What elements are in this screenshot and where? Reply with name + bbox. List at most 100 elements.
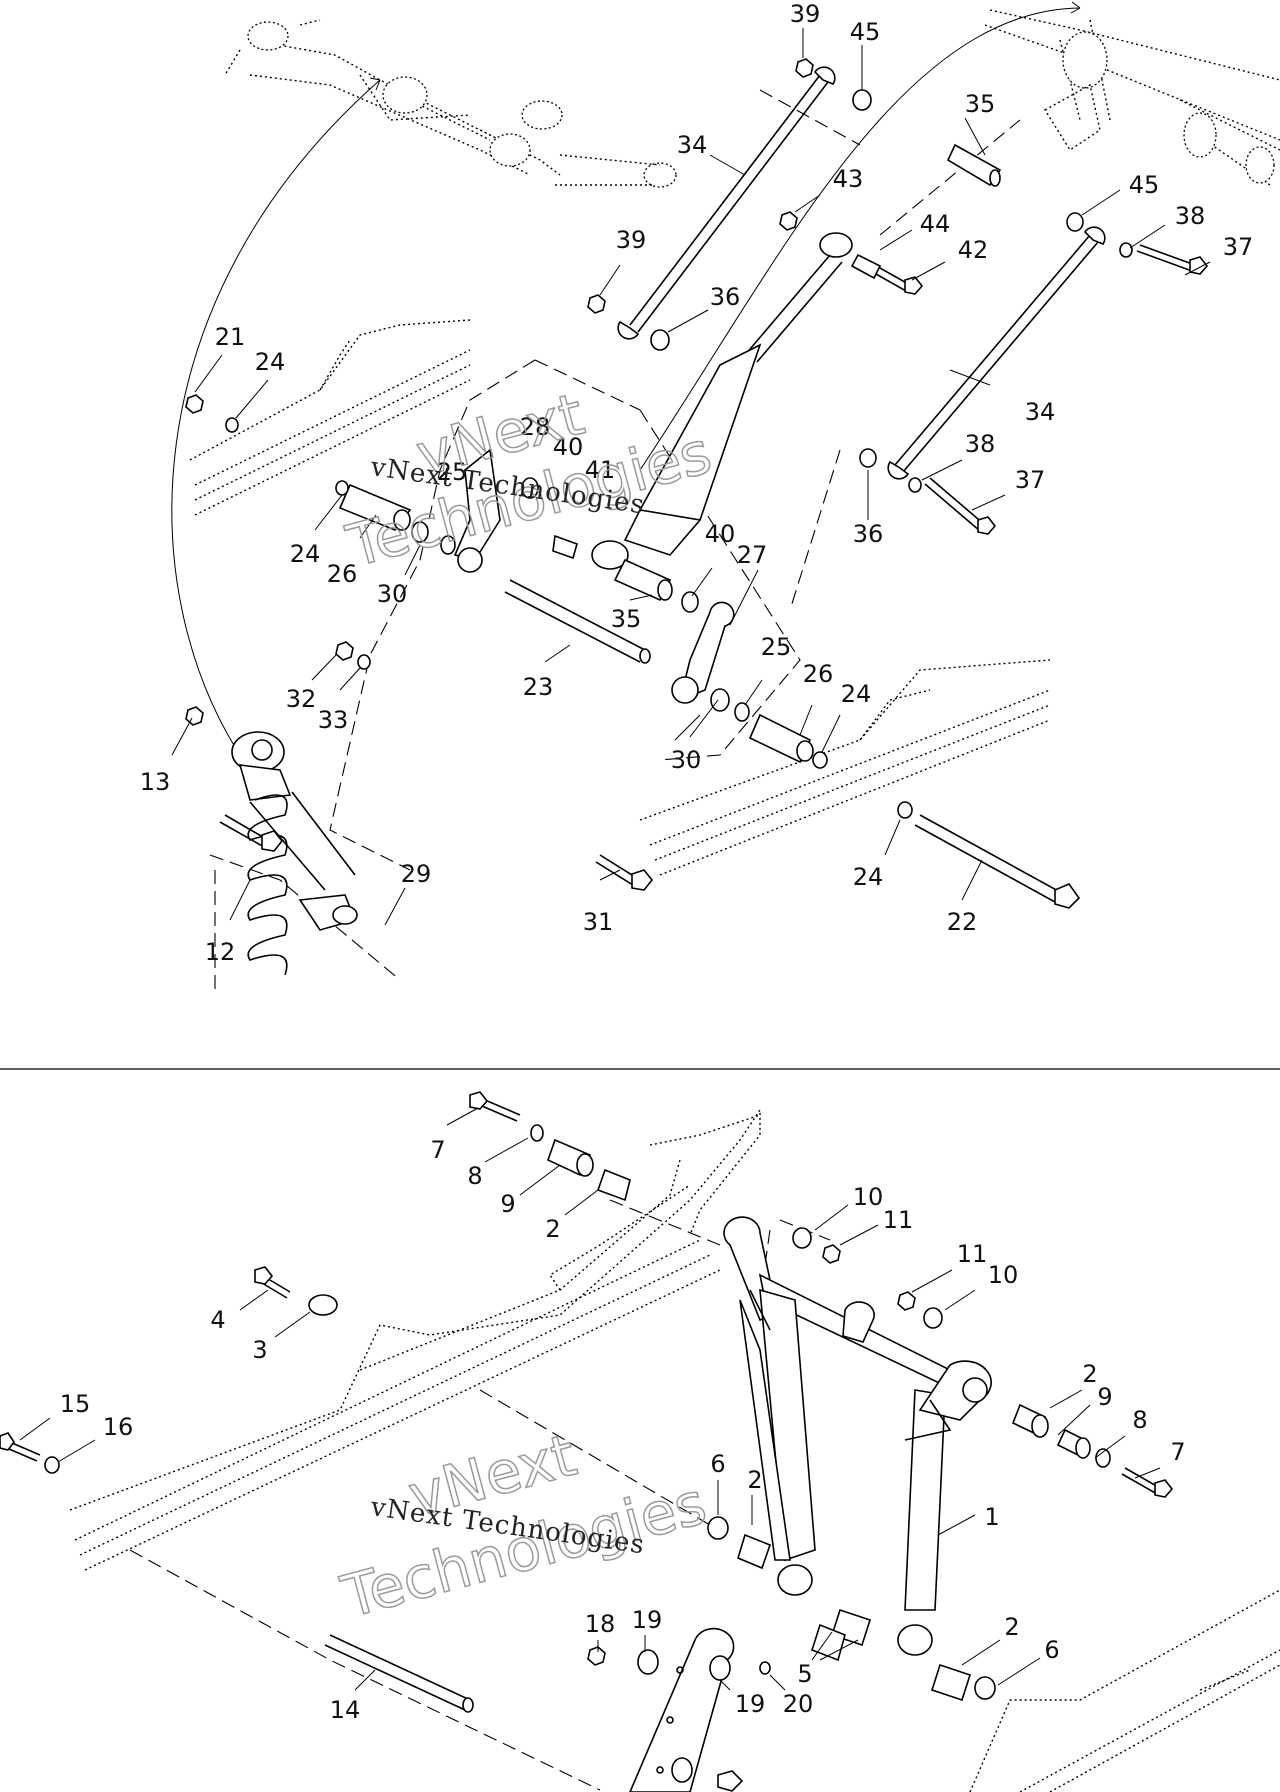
callout-11: 11: [957, 1240, 988, 1268]
callout-18: 18: [585, 1610, 616, 1638]
callout-2: 2: [545, 1215, 560, 1243]
callout-29: 29: [401, 860, 432, 888]
callout-25: 25: [761, 633, 792, 661]
frame-reference-left: [224, 19, 677, 188]
bottom-assembly: 7 8 9 2 10 11 11 10 4 3 2 9 8 7 15 16 6 …: [0, 1091, 1280, 1792]
rear-rail: [969, 1589, 1280, 1792]
link-rod-lower: [887, 226, 1106, 480]
spacer-26-left: [338, 483, 412, 531]
callout-15: 15: [60, 1390, 91, 1418]
bolt-15: [0, 1432, 41, 1462]
callout-36: 36: [710, 283, 741, 311]
callout-24: 24: [290, 540, 321, 568]
spacer-35-top: [946, 143, 1002, 187]
callout-13: 13: [140, 768, 171, 796]
bolt-37-upper: [1136, 244, 1209, 275]
callout-38: 38: [1175, 202, 1206, 230]
shock-upper: [591, 232, 853, 570]
cross-shaft-23: [504, 579, 651, 664]
callout-41: 41: [585, 456, 616, 484]
leaders-bottom: [19, 1107, 1161, 1691]
callout-16: 16: [103, 1413, 134, 1441]
callout-2: 2: [747, 1466, 762, 1494]
callout-32: 32: [286, 685, 317, 713]
callout-6: 6: [710, 1450, 725, 1478]
callout-14: 14: [330, 1696, 361, 1724]
callout-39: 39: [616, 226, 647, 254]
bolt-7-left: [469, 1091, 521, 1122]
coil-shock: [231, 731, 358, 976]
callout-35: 35: [965, 90, 996, 118]
travel-arc-right: [639, 7, 1081, 471]
callout-8: 8: [1132, 1406, 1147, 1434]
small-hardware-top: [185, 58, 1133, 819]
link-rod-upper: [617, 66, 836, 340]
left-rail-upper: [189, 319, 471, 516]
bolt-7-right: [1121, 1467, 1174, 1498]
callout-38: 38: [965, 430, 996, 458]
callout-20: 20: [783, 1690, 814, 1718]
callout-26: 26: [327, 560, 358, 588]
right-rail-upper: [639, 659, 1051, 876]
callout-25: 25: [437, 458, 468, 486]
assembly-line-1: [329, 359, 536, 871]
bolt-4: [254, 1266, 291, 1299]
callout-24: 24: [841, 680, 872, 708]
callout-9: 9: [1097, 1383, 1112, 1411]
callout-34: 34: [1025, 398, 1056, 426]
bushing-set: [547, 1138, 1091, 1702]
callout-7: 7: [1170, 1438, 1185, 1466]
callout-36: 36: [853, 520, 884, 548]
callout-7: 7: [430, 1136, 445, 1164]
callout-10: 10: [988, 1261, 1019, 1289]
callout-44: 44: [920, 210, 951, 238]
leaders-top: [171, 28, 1211, 926]
callout-45: 45: [850, 18, 881, 46]
callout-33: 33: [318, 706, 349, 734]
callout-9: 9: [500, 1190, 515, 1218]
spacer-44: [850, 253, 882, 280]
callout-4: 4: [210, 1306, 225, 1334]
rocker-arm-left: [453, 448, 501, 573]
callout-1: 1: [984, 1503, 999, 1531]
bolt-42: [875, 267, 924, 295]
callout-40: 40: [553, 433, 584, 461]
callout-30: 30: [671, 746, 702, 774]
callout-2: 2: [1004, 1613, 1019, 1641]
callout-5: 5: [797, 1660, 812, 1688]
callout-8: 8: [467, 1162, 482, 1190]
callouts-top: 39 45 35 34 43 44 42 45 38 37 39 36 21 2…: [140, 0, 1254, 966]
callout-23: 23: [523, 673, 554, 701]
callout-26: 26: [803, 660, 834, 688]
callout-31: 31: [583, 908, 614, 936]
callout-24: 24: [255, 348, 286, 376]
callout-37: 37: [1015, 466, 1046, 494]
callout-27: 27: [737, 541, 768, 569]
a-frame-arm: [723, 1216, 992, 1656]
callout-24: 24: [853, 863, 884, 891]
axle-22: [914, 814, 1081, 909]
callout-37: 37: [1223, 233, 1254, 261]
callout-42: 42: [958, 236, 989, 264]
callout-35: 35: [611, 605, 642, 633]
bolt-37-lower: [924, 477, 997, 535]
callout-2: 2: [1082, 1360, 1097, 1388]
callouts-bottom: 7 8 9 2 10 11 11 10 4 3 2 9 8 7 15 16 6 …: [60, 1136, 1186, 1724]
callout-21: 21: [215, 323, 246, 351]
top-assembly: 39 45 35 34 43 44 42 45 38 37 39 36 21 2…: [140, 0, 1280, 990]
frame-reference-right: [984, 9, 1280, 186]
spacer-26-right: [748, 713, 814, 764]
spacer-35-mid: [613, 558, 673, 602]
callout-10: 10: [853, 1183, 884, 1211]
callout-6: 6: [1044, 1636, 1059, 1664]
front-rail: [69, 1107, 761, 1571]
callout-40: 40: [705, 520, 736, 548]
travel-arc-left: [171, 79, 381, 771]
callout-28: 28: [520, 413, 551, 441]
rocker-arm-right: [671, 601, 735, 704]
bolt-31: [595, 854, 654, 891]
callout-39: 39: [790, 0, 821, 28]
callout-30: 30: [377, 580, 408, 608]
bolt-12: [219, 814, 284, 852]
